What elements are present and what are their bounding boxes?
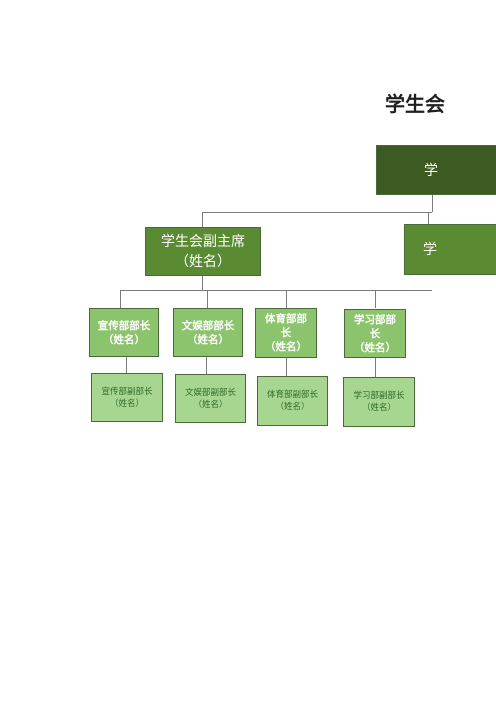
connector-vice-right	[428, 212, 429, 224]
org-node-deputy-sports: 体育部副部长 （姓名）	[257, 376, 328, 426]
org-node-vice-president-right: 学	[404, 224, 496, 275]
dept-head-label: 体育部部	[265, 313, 307, 325]
connector-dept-3	[286, 290, 287, 308]
connector-vice-left	[202, 212, 203, 227]
deputy-label: 体育部副部长	[266, 390, 318, 400]
org-node-dept-head-publicity: 宣传部部长 （姓名）	[89, 308, 159, 357]
org-node-president: 学	[376, 145, 496, 195]
dept-head-label: 学习部部	[354, 313, 396, 326]
connector-dept-4	[375, 290, 376, 308]
deputy-name: （姓名）	[361, 403, 396, 413]
org-node-deputy-entertainment: 文娱部副部长 （姓名）	[175, 374, 246, 423]
connector-vice-bus	[202, 212, 432, 213]
connector-top-down	[432, 194, 433, 212]
connector-dept-1	[120, 290, 121, 308]
connector-deputy-4	[375, 357, 376, 377]
org-node-deputy-study: 学习部副部长 （姓名）	[343, 377, 415, 427]
connector-deputy-2	[206, 357, 207, 374]
vice-right-label: 学	[423, 241, 437, 258]
org-node-dept-head-sports: 体育部部 长 （姓名）	[255, 308, 317, 358]
dept-head-name: （姓名）	[354, 341, 396, 354]
connector-deputy-3	[286, 358, 287, 376]
vice-left-title: 学生会副主席	[161, 233, 245, 250]
vice-left-name: （姓名）	[175, 253, 231, 270]
dept-head-name: （姓名）	[265, 341, 307, 353]
dept-head-name: （姓名）	[103, 333, 145, 346]
dept-head-name: （姓名）	[187, 333, 229, 346]
org-node-president-label: 学	[424, 163, 438, 179]
deputy-label: 学习部副部长	[353, 391, 405, 401]
dept-head-label: 宣传部部长	[97, 319, 151, 332]
connector-deputy-1	[126, 357, 127, 373]
connector-vice-down	[202, 276, 203, 290]
deputy-name: （姓名）	[193, 399, 228, 410]
org-node-dept-head-entertainment: 文娱部部长 （姓名）	[173, 308, 243, 357]
dept-head-label-cont: 长	[280, 327, 292, 339]
chart-title: 学生会	[385, 92, 445, 116]
deputy-name: （姓名）	[275, 402, 310, 412]
connector-dept-bus	[120, 290, 432, 291]
deputy-label: 文娱部副部长	[184, 387, 236, 398]
org-node-dept-head-study: 学习部部 长 （姓名）	[344, 309, 406, 358]
org-node-deputy-publicity: 宣传部副部长 （姓名）	[91, 373, 163, 422]
deputy-name: （姓名）	[109, 398, 144, 409]
connector-dept-2	[207, 290, 208, 308]
dept-head-label-cont: 长	[369, 327, 381, 340]
deputy-label: 宣传部副部长	[101, 386, 153, 397]
org-node-vice-president-left: 学生会副主席 （姓名）	[145, 227, 261, 276]
dept-head-label: 文娱部部长	[181, 319, 235, 332]
